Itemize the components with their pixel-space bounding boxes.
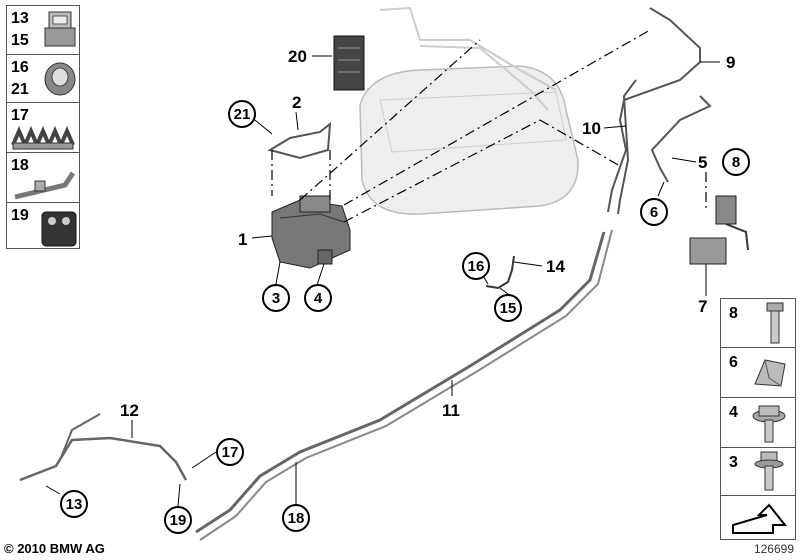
- callout-4[interactable]: 4: [304, 284, 332, 312]
- callout-17[interactable]: 17: [216, 438, 244, 466]
- part-number: 13: [11, 10, 29, 27]
- callout-1[interactable]: 1: [238, 230, 248, 249]
- breather-hose: [485, 255, 515, 290]
- parts-cell-4[interactable]: 4: [721, 397, 795, 447]
- part-number: 3: [729, 454, 738, 471]
- callout-21[interactable]: 21: [228, 100, 256, 128]
- parts-cell-16-21[interactable]: 16 21: [7, 54, 79, 102]
- part-number: 6: [729, 354, 738, 371]
- vent-line-5: [650, 95, 712, 183]
- callout-13[interactable]: 13: [60, 490, 88, 518]
- bracket-clip-icon: [14, 171, 75, 200]
- callout-5[interactable]: 5: [698, 153, 708, 172]
- main-fuel-line-parallel: [199, 229, 613, 541]
- arrow-icon[interactable]: [729, 499, 789, 539]
- parts-cell-3[interactable]: 3: [721, 447, 795, 495]
- hex-bolt-washer-icon: [754, 451, 784, 491]
- callout-8[interactable]: 8: [722, 148, 750, 176]
- callout-15[interactable]: 15: [494, 294, 522, 322]
- parts-cell-19[interactable]: 19: [7, 202, 79, 250]
- part-number: 19: [11, 207, 29, 224]
- callout-12[interactable]: 12: [120, 401, 139, 420]
- callout-20[interactable]: 20: [288, 47, 307, 66]
- spring-clip-icon: [754, 359, 786, 387]
- rubber-block-icon: [41, 211, 77, 247]
- rear-fuel-line-branch: [59, 413, 101, 461]
- dashed-leader-lines: [271, 29, 707, 223]
- parts-cell-8[interactable]: 8: [721, 299, 795, 347]
- part-number: 21: [11, 81, 29, 98]
- part-number: 16: [11, 59, 29, 76]
- valve: [689, 195, 749, 265]
- navigation-arrow-cell[interactable]: [721, 495, 795, 541]
- part-number: 17: [11, 107, 29, 124]
- fuel-tank: [359, 6, 579, 215]
- right-parts-panel: 8 6 4 3: [720, 298, 796, 540]
- copyright-text: © 2010 BMW AG: [4, 541, 105, 556]
- diagram-number: 126699: [753, 542, 794, 556]
- parts-cell-18[interactable]: 18: [7, 152, 79, 202]
- callout-10[interactable]: 10: [582, 119, 601, 138]
- parts-cell-17[interactable]: 17: [7, 102, 79, 152]
- callout-11[interactable]: 11: [442, 401, 460, 420]
- hex-nut-flange-icon: [752, 405, 786, 443]
- callout-6[interactable]: 6: [640, 198, 668, 226]
- cable-clip-icon: [44, 11, 76, 47]
- multi-pipe-clip-icon: [11, 125, 75, 151]
- callout-3[interactable]: 3: [262, 284, 290, 312]
- fuel-line-10: [617, 79, 637, 215]
- part-number: 8: [729, 305, 738, 322]
- callout-18[interactable]: 18: [282, 504, 310, 532]
- rubber-grommet-icon: [44, 62, 76, 96]
- carbon-canister: [271, 195, 351, 269]
- main-fuel-line: [195, 231, 606, 534]
- parts-cell-6[interactable]: 6: [721, 347, 795, 397]
- callout-19[interactable]: 19: [164, 506, 192, 534]
- left-parts-panel: 13 15 16 21 17 18 19: [6, 5, 80, 249]
- bracket: [267, 121, 332, 160]
- callout-14[interactable]: 14: [546, 257, 565, 276]
- parts-cell-13-15[interactable]: 13 15: [7, 6, 79, 54]
- callout-2[interactable]: 2: [292, 93, 302, 112]
- hex-bolt-icon: [766, 302, 784, 344]
- callout-9[interactable]: 9: [726, 53, 736, 72]
- rear-fuel-line: [19, 436, 188, 482]
- control-unit: [333, 35, 365, 91]
- callout-7[interactable]: 7: [698, 297, 708, 316]
- part-number: 18: [11, 157, 29, 174]
- part-number: 4: [729, 404, 738, 421]
- part-number: 15: [11, 32, 29, 49]
- callout-16[interactable]: 16: [462, 252, 490, 280]
- fuel-line-upper: [607, 7, 701, 213]
